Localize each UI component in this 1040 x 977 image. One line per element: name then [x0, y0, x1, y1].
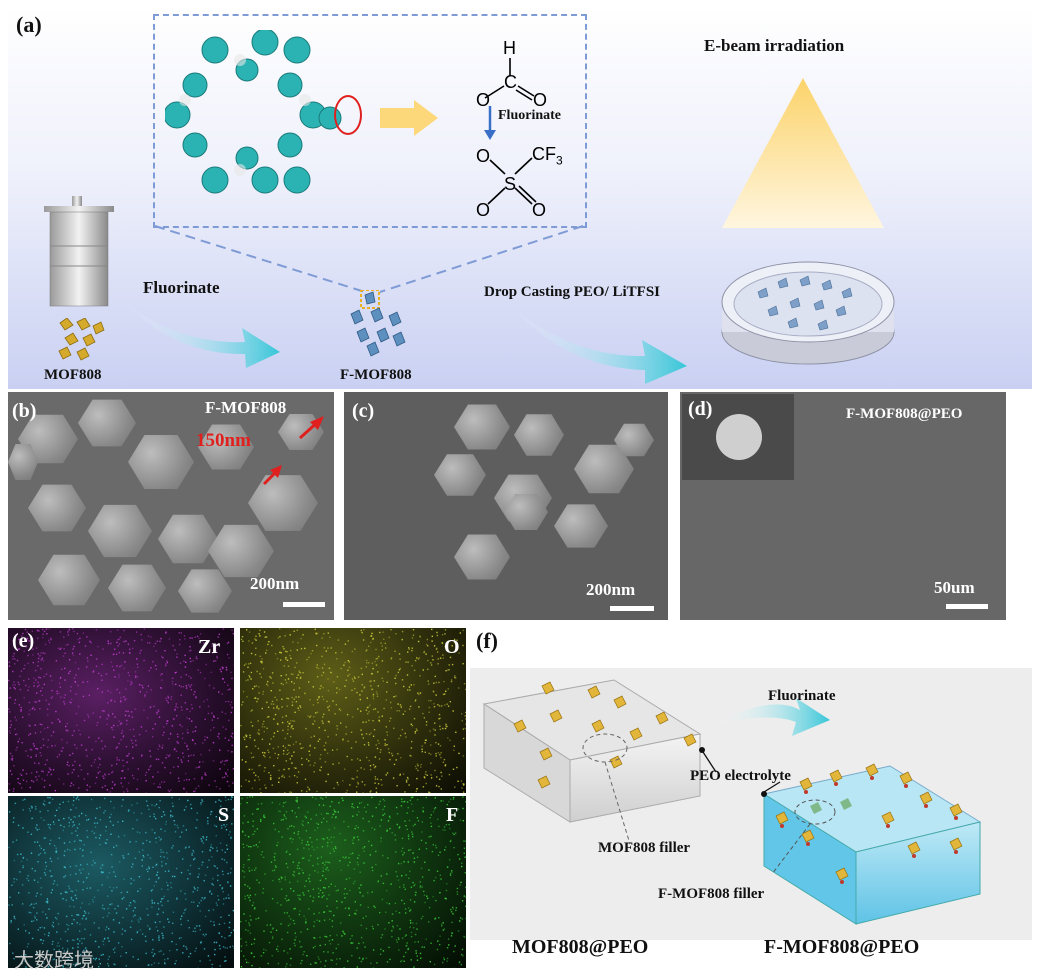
panel-b-scale-label: 200nm [250, 574, 299, 594]
map-f-label: F [446, 804, 458, 827]
mof808-crystals-icon [55, 318, 105, 362]
peo-electrolyte-label: PEO electrolyte [690, 768, 791, 785]
map-o [240, 628, 466, 793]
fmof808-label: F-MOF808 [340, 367, 412, 384]
chemistry-structure [470, 40, 590, 220]
panel-d-label: (d) [688, 398, 712, 421]
panel-f-right-title: F-MOF808@PEO [764, 936, 919, 959]
red-arrows-icon [258, 410, 328, 490]
petri-dish-icon [718, 252, 898, 372]
chem-h: H [503, 38, 516, 59]
panel-d-scalebar [946, 604, 988, 609]
panel-b-label: (b) [12, 400, 36, 423]
ebeam-label: E-beam irradiation [704, 36, 844, 56]
fmof808-filler-label: F-MOF808 filler [658, 886, 764, 903]
chem-o-top: O [476, 146, 490, 167]
panel-d-title: F-MOF808@PEO [846, 406, 962, 423]
map-zr-label: Zr [198, 636, 220, 659]
panel-b-scalebar [283, 602, 325, 607]
map-o-label: O [444, 636, 460, 659]
fmof808-crystals-icon [345, 290, 409, 360]
watermark: 大数跨境 [14, 944, 94, 973]
map-s [8, 796, 234, 968]
chem-cf3: CF3 [532, 144, 563, 168]
panel-c-label: (c) [352, 400, 374, 423]
chem-o-br: O [532, 200, 546, 221]
panel-e-label: (e) [12, 630, 34, 653]
mof808-filler-label: MOF808 filler [598, 840, 690, 857]
panel-b-size-label: 150nm [196, 430, 251, 452]
yellow-arrow-icon [380, 100, 440, 136]
panel-f-left-title: MOF808@PEO [512, 936, 648, 959]
autoclave-icon [40, 196, 120, 308]
mof808-label: MOF808 [44, 367, 102, 384]
chem-o-left: O [476, 90, 490, 111]
panel-f-fluorinate: Fluorinate [768, 688, 836, 705]
chem-o-bl: O [476, 200, 490, 221]
highlight-circle [334, 95, 362, 135]
panel-f-label: (f) [476, 628, 498, 654]
map-s-label: S [218, 804, 229, 827]
map-f [240, 796, 466, 968]
chem-s: S [504, 174, 516, 195]
panel-d-scale-label: 50um [934, 578, 975, 598]
chem-c: C [504, 72, 517, 93]
chem-fluorinate: Fluorinate [498, 108, 561, 124]
panel-c-scale-label: 200nm [586, 580, 635, 600]
panel-c-scalebar [610, 606, 654, 611]
ebeam-triangle-icon [722, 78, 884, 230]
cyan-arrow-1-icon [120, 290, 290, 370]
cyan-arrow-2-icon [505, 296, 695, 386]
